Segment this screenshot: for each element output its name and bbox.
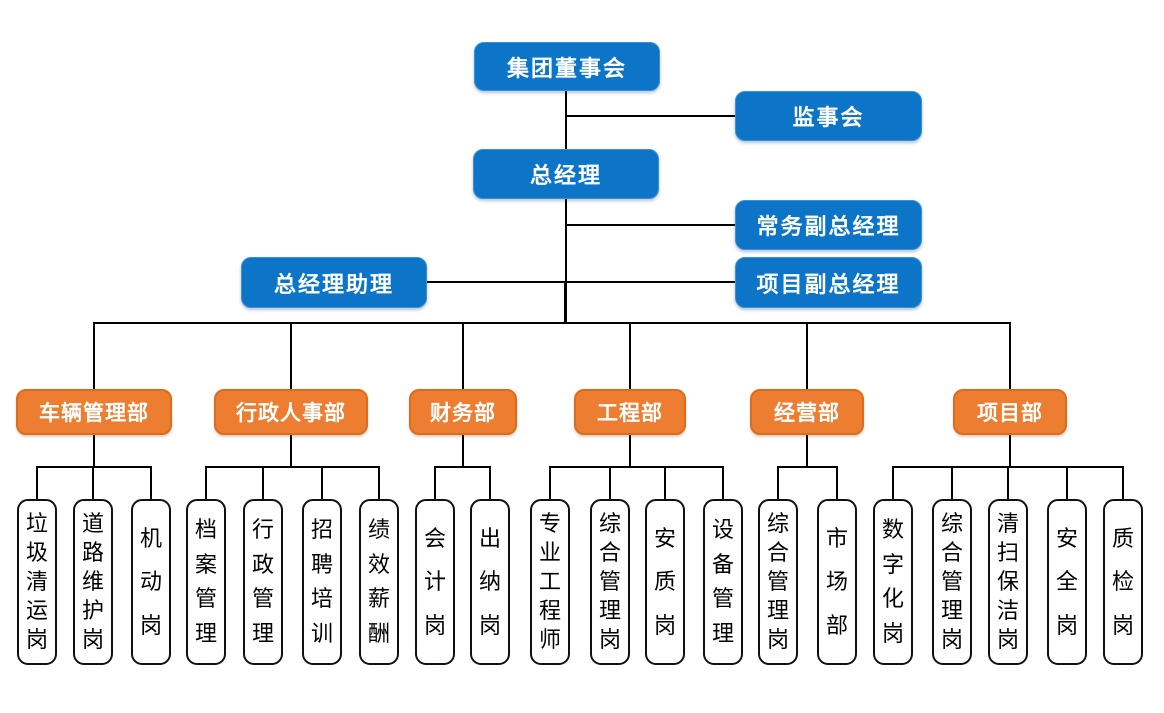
node-position: 综合管理岗 [590,499,630,665]
node-position: 市场部 [817,499,857,665]
node-position: 清扫保洁岗 [988,499,1028,665]
node-supervisory-board: 监事会 [735,91,922,141]
connector-line [664,466,666,499]
node-position: 绩效薪酬 [359,499,399,665]
connector-line [722,466,724,499]
connector-line [777,466,779,499]
node-position: 质检岗 [1103,499,1143,665]
connector-line [205,466,380,468]
node-position: 设备管理 [703,499,743,665]
connector-line [462,322,464,389]
connector-line [892,466,894,499]
connector-line [93,435,95,467]
node-dept-admin-hr: 行政人事部 [214,389,368,435]
connector-line [1122,466,1124,499]
node-dept-project: 项目部 [953,389,1067,435]
node-position: 综合管理岗 [932,499,972,665]
node-position: 机动岗 [131,499,171,665]
node-position: 综合管理岗 [758,499,798,665]
connector-line [321,466,323,499]
connector-line [806,435,808,467]
connector-line [434,466,491,468]
node-position: 行政管理 [243,499,283,665]
connector-line [565,115,735,117]
node-executive-deputy-gm: 常务副总经理 [735,200,922,250]
connector-line [434,466,436,499]
connector-line [205,466,207,499]
node-position: 道路维护岗 [73,499,113,665]
connector-line [777,466,838,468]
connector-line [489,466,491,499]
connector-line [36,466,152,468]
connector-line [549,466,551,499]
node-position: 会计岗 [415,499,455,665]
connector-line [609,466,611,499]
connector-line [427,281,735,283]
connector-line [629,435,631,467]
node-position: 档案管理 [186,499,226,665]
node-position: 数字化岗 [873,499,913,665]
connector-line [951,466,953,499]
connector-line [565,224,735,226]
node-position: 安质岗 [645,499,685,665]
connector-line [1009,435,1011,467]
connector-line [1009,322,1011,389]
connector-line [549,466,724,468]
connector-line [1007,466,1009,499]
connector-line [92,466,94,499]
connector-line [564,281,567,324]
node-dept-operations: 经营部 [750,389,864,435]
connector-line [1066,466,1068,499]
node-position: 专业工程师 [530,499,570,665]
connector-line [93,322,95,389]
connector-line [629,322,631,389]
node-dept-finance: 财务部 [409,389,517,435]
node-dept-vehicle-management: 车辆管理部 [16,389,172,435]
connector-line [290,322,292,389]
connector-line [565,199,567,281]
connector-line [290,435,292,467]
connector-line [36,466,38,499]
node-project-deputy-gm: 项目副总经理 [735,257,922,308]
node-board-of-directors: 集团董事会 [474,42,660,91]
connector-line [806,322,808,389]
connector-line [565,91,567,149]
connector-line [93,322,1011,324]
node-gm-assistant: 总经理助理 [241,257,427,308]
connector-line [150,466,152,499]
node-position: 招聘培训 [302,499,342,665]
connector-line [378,466,380,499]
node-dept-engineering: 工程部 [574,389,686,435]
node-general-manager: 总经理 [473,149,659,199]
connector-line [262,466,264,499]
node-position: 出纳岗 [470,499,510,665]
connector-line [836,466,838,499]
connector-line [462,435,464,467]
node-position: 垃圾清运岗 [17,499,57,665]
node-position: 安全岗 [1047,499,1087,665]
